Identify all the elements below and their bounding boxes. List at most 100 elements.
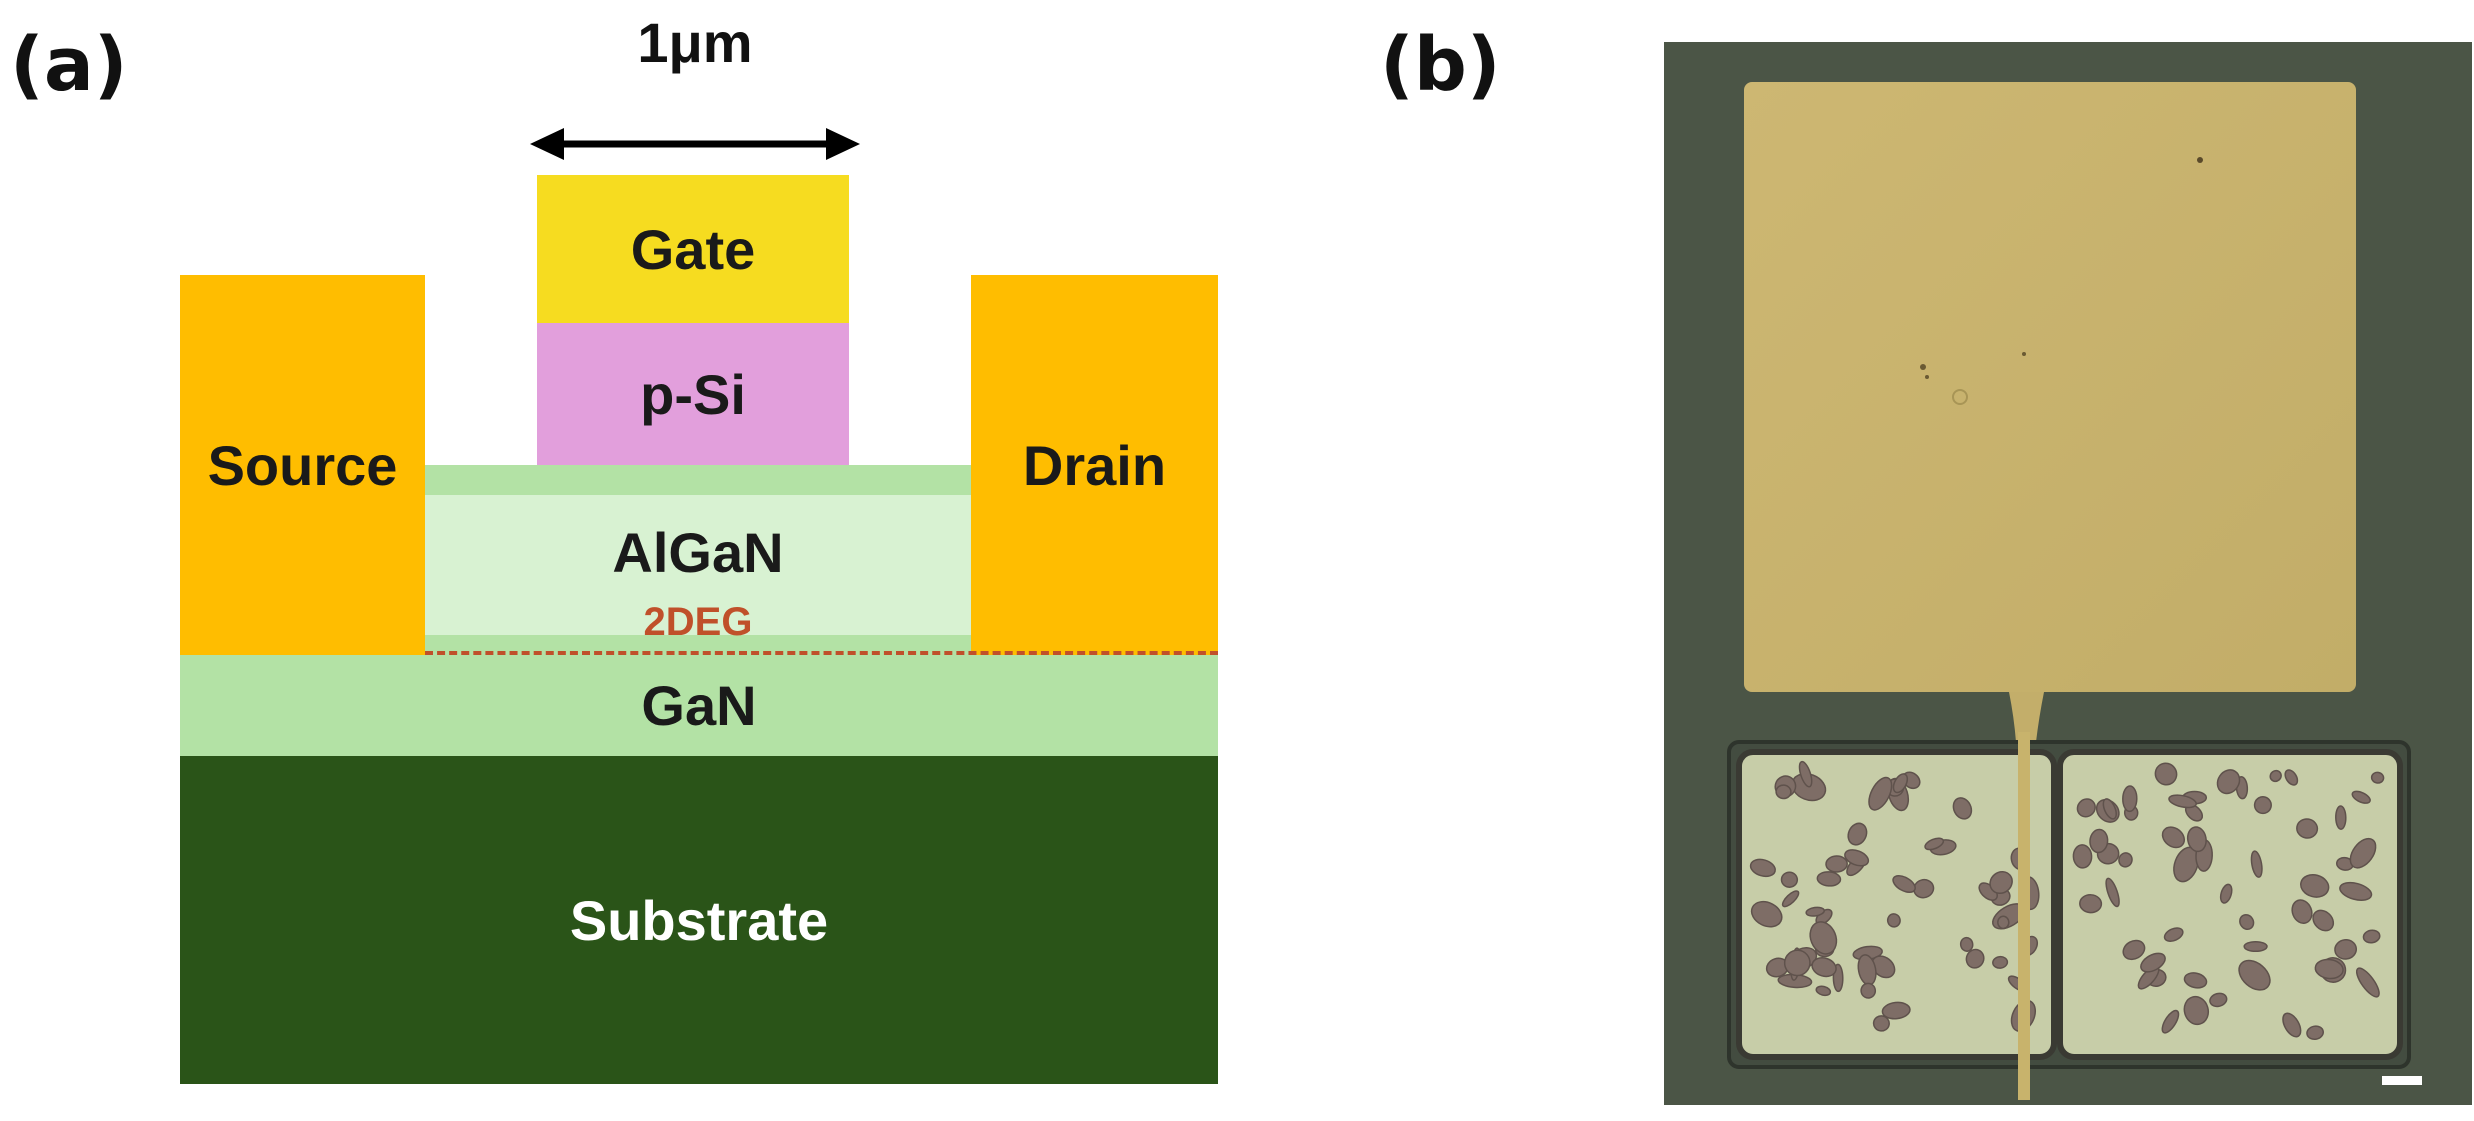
substrate-layer: Substrate	[180, 756, 1218, 1084]
surface-island	[2140, 952, 2166, 973]
surface-island	[2161, 1009, 2180, 1034]
surface-island	[2314, 958, 2344, 980]
gate-length-label: 1μm	[637, 11, 753, 74]
surface-island	[2216, 769, 2241, 795]
surface-island	[1881, 1001, 1911, 1020]
surface-island	[2253, 796, 2272, 815]
surface-island	[2282, 1012, 2302, 1038]
drain-contact: Drain	[971, 275, 1218, 655]
double-arrow-icon	[530, 128, 860, 160]
surface-island	[2269, 769, 2282, 783]
surface-island	[2355, 967, 2380, 998]
scale-bar	[2382, 1076, 2422, 1085]
drain-label: Drain	[1022, 433, 1167, 497]
algan-bottom-band	[425, 635, 971, 655]
surface-island	[2186, 826, 2207, 853]
surface-island	[2183, 995, 2210, 1026]
surface-island	[1871, 955, 1896, 979]
surface-island	[1750, 900, 1783, 928]
surface-island	[2296, 818, 2319, 839]
surface-island	[1989, 870, 2013, 895]
gate-electrode: Gate	[537, 175, 849, 323]
two-deg-label: 2DEG	[643, 600, 753, 644]
gan-label: GaN	[641, 674, 757, 737]
surface-island	[2349, 837, 2377, 869]
surface-island	[2219, 883, 2233, 904]
surface-island	[1805, 906, 1825, 917]
surface-island	[1992, 955, 2009, 969]
surface-island	[2351, 790, 2371, 804]
surface-island	[2334, 939, 2358, 960]
gate-label: Gate	[630, 217, 756, 281]
panel-label-b: (b)	[1380, 22, 1501, 108]
surface-island	[2122, 939, 2146, 961]
surface-island	[1811, 957, 1837, 978]
surface-island	[1892, 875, 1916, 893]
surface-island	[1749, 858, 1776, 878]
surface-island	[1847, 822, 1868, 846]
surface-island	[2154, 762, 2178, 786]
panel-label-a: (a)	[10, 22, 128, 108]
surface-island	[2362, 929, 2381, 944]
surface-island	[1886, 913, 1901, 928]
surface-island	[1815, 985, 1832, 997]
surface-island	[2105, 877, 2120, 908]
surface-island	[2076, 798, 2096, 818]
surface-island	[2250, 850, 2263, 878]
p-si-label: p-Si	[640, 362, 746, 426]
surface-island	[1959, 936, 1974, 952]
p-si-layer: p-Si	[537, 323, 849, 465]
device-micrograph	[1664, 42, 2472, 1105]
surface-island	[2239, 913, 2255, 931]
surface-island	[2335, 805, 2347, 830]
surface-island	[2238, 959, 2271, 991]
surface-island	[1860, 982, 1877, 999]
surface-island	[1913, 878, 1935, 899]
surface-island	[2163, 927, 2184, 942]
surface-island	[2118, 852, 2133, 868]
algan-label: AlGaN	[612, 520, 784, 584]
surface-island	[2079, 894, 2103, 914]
surface-island	[1781, 890, 1800, 908]
surface-island	[2102, 798, 2117, 820]
source-contact: Source	[180, 275, 425, 655]
surface-island	[1872, 1015, 1890, 1032]
gan-layer: GaN	[180, 655, 1218, 756]
surface-island	[1775, 784, 1792, 800]
surface-island	[1780, 871, 1799, 888]
surface-island	[2300, 874, 2330, 898]
surface-island	[1798, 760, 1813, 788]
surface-island	[1965, 948, 1985, 969]
surface-island	[2168, 794, 2197, 809]
source-label: Source	[207, 433, 398, 497]
surface-island	[2089, 828, 2109, 854]
surface-island	[1997, 915, 2010, 930]
surface-island	[1783, 949, 1811, 977]
algan-layer: AlGaN	[425, 465, 971, 655]
surface-island	[1809, 921, 1838, 955]
algan-top-band	[425, 465, 971, 495]
two-deg-dashed-line	[425, 651, 1218, 655]
surface-island	[2209, 992, 2228, 1008]
gate-line	[2018, 732, 2030, 1100]
surface-island	[2183, 972, 2208, 989]
surface-island	[2284, 769, 2299, 786]
surface-island	[2072, 844, 2093, 869]
surface-island	[2291, 899, 2313, 924]
surface-island	[1868, 776, 1893, 811]
gate-neck	[2009, 692, 2044, 742]
surface-island	[1892, 773, 1909, 794]
substrate-label: Substrate	[569, 888, 829, 952]
surface-island	[1844, 849, 1870, 867]
drain-region	[2057, 749, 2403, 1060]
surface-island	[2312, 909, 2335, 932]
surface-island	[1952, 797, 1973, 820]
surface-island	[2306, 1025, 2324, 1041]
gate-pad	[1744, 82, 2356, 692]
surface-island	[2161, 826, 2186, 849]
surface-island	[2339, 881, 2373, 901]
surface-island	[2370, 771, 2385, 784]
surface-island	[1816, 871, 1842, 887]
source-region	[1736, 749, 2057, 1060]
surface-island	[1924, 837, 1945, 851]
